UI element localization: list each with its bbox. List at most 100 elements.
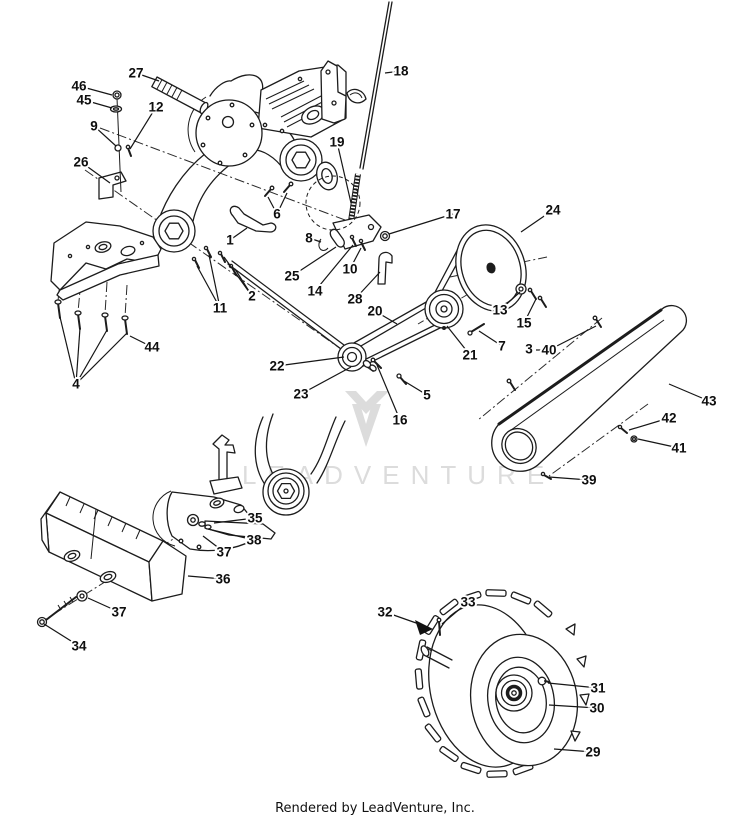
callout-42: 42 [661,411,676,426]
leader-line-18 [384,70,402,74]
watermark-logo-icon [345,391,389,414]
leader-line-33 [441,601,469,625]
callout-32: 32 [377,605,392,620]
leader-line-32 [384,611,420,625]
leader-line-26 [80,161,111,184]
belt-cover-drawing [491,304,688,480]
support-bracket [98,171,127,200]
callout-21: 21 [462,348,478,363]
callout-5: 5 [423,388,431,403]
leader-line-4 [59,316,77,385]
leader-line-17 [388,213,454,235]
leader-line-28 [354,271,381,300]
leader-line-37 [87,597,120,613]
callout-38: 38 [246,533,262,548]
leader-line-20 [374,310,398,325]
callout-39: 39 [581,473,596,488]
belt-guide [346,88,367,104]
leader-line-43 [668,383,710,402]
frame-bolts [54,299,129,335]
callout-9: 9 [90,119,98,134]
callout-23: 23 [293,387,309,402]
callout-29: 29 [585,745,600,760]
rendered-by-credit: Rendered by LeadVenture, Inc. [275,801,475,816]
leader-line-6 [267,196,278,215]
leader-line-36 [187,575,224,580]
leader-line-8 [308,237,322,243]
callout-33: 33 [460,595,476,610]
callout-45: 45 [76,93,92,108]
wheel-assembly-drawing [414,589,590,778]
axle-end [420,645,430,657]
leader-line-1 [229,227,248,241]
counterweight-assembly-drawing [36,413,346,628]
leader-line-40 [548,325,597,351]
transmission-pulley [455,224,527,312]
klik-pin [436,617,442,623]
leader-line-25 [291,246,337,277]
leader-line-42 [628,417,670,431]
callout-leader-lines [43,70,710,753]
callout-37: 37 [111,605,126,620]
callout-14: 14 [307,284,323,299]
callout-1: 1 [226,233,234,248]
leader-line-10 [349,247,362,270]
callout-35: 35 [247,511,263,526]
leader-line-35 [213,517,256,524]
leader-line-2 [234,268,253,297]
leader-line-46 [78,85,113,96]
callout-44: 44 [144,340,160,355]
callout-31: 31 [590,681,606,696]
callout-labels: 1234567891011121314151617181920212223242… [69,62,719,762]
leader-line-5 [403,380,428,396]
callout-13: 13 [492,303,508,318]
handlebar-bracket [320,60,347,124]
main-assembly-drawing [50,1,547,385]
callout-40: 40 [541,343,556,358]
callout-4: 4 [72,377,80,392]
depth-stake-bracket [212,434,236,484]
leader-line-4 [75,327,81,385]
callout-15: 15 [516,316,532,331]
callout-16: 16 [392,413,408,428]
leader-line-45 [83,99,113,109]
callout-8: 8 [305,231,313,246]
leader-line-24 [520,209,554,233]
callout-22: 22 [269,359,284,374]
leader-line-13 [499,291,521,311]
callout-26: 26 [73,155,89,170]
leader-line-7 [478,330,503,347]
leader-line-14 [314,244,354,292]
leader-line-27 [135,72,160,82]
leader-line-4 [75,332,128,385]
leader-line-31 [547,682,599,689]
callout-6: 6 [273,207,281,222]
direction-arrow-icon [415,620,433,635]
callout-30: 30 [589,701,604,716]
leader-line-23 [300,366,352,395]
leader-line-22 [276,356,345,367]
chaincase-side-plate [195,99,263,167]
callout-46: 46 [71,79,87,94]
leader-line-16 [376,364,401,421]
callout-43: 43 [701,394,717,409]
callout-27: 27 [128,66,143,81]
leader-line-19 [336,141,352,204]
leader-line-15 [523,298,537,324]
callout-11: 11 [213,301,228,316]
leader-line-21 [446,325,471,356]
belt-cover [491,304,688,472]
leader-line-29 [553,748,594,753]
callout-41: 41 [671,441,687,456]
callout-18: 18 [393,64,409,79]
callout-36: 36 [215,572,231,587]
leader-line-6 [276,192,288,215]
cable-z-fitting [329,228,345,248]
callout-37: 37 [216,545,231,560]
leader-line-41 [637,438,680,449]
leader-line-34 [43,623,80,647]
leader-line-9 [93,125,117,147]
callout-20: 20 [367,304,382,319]
callout-10: 10 [342,262,357,277]
